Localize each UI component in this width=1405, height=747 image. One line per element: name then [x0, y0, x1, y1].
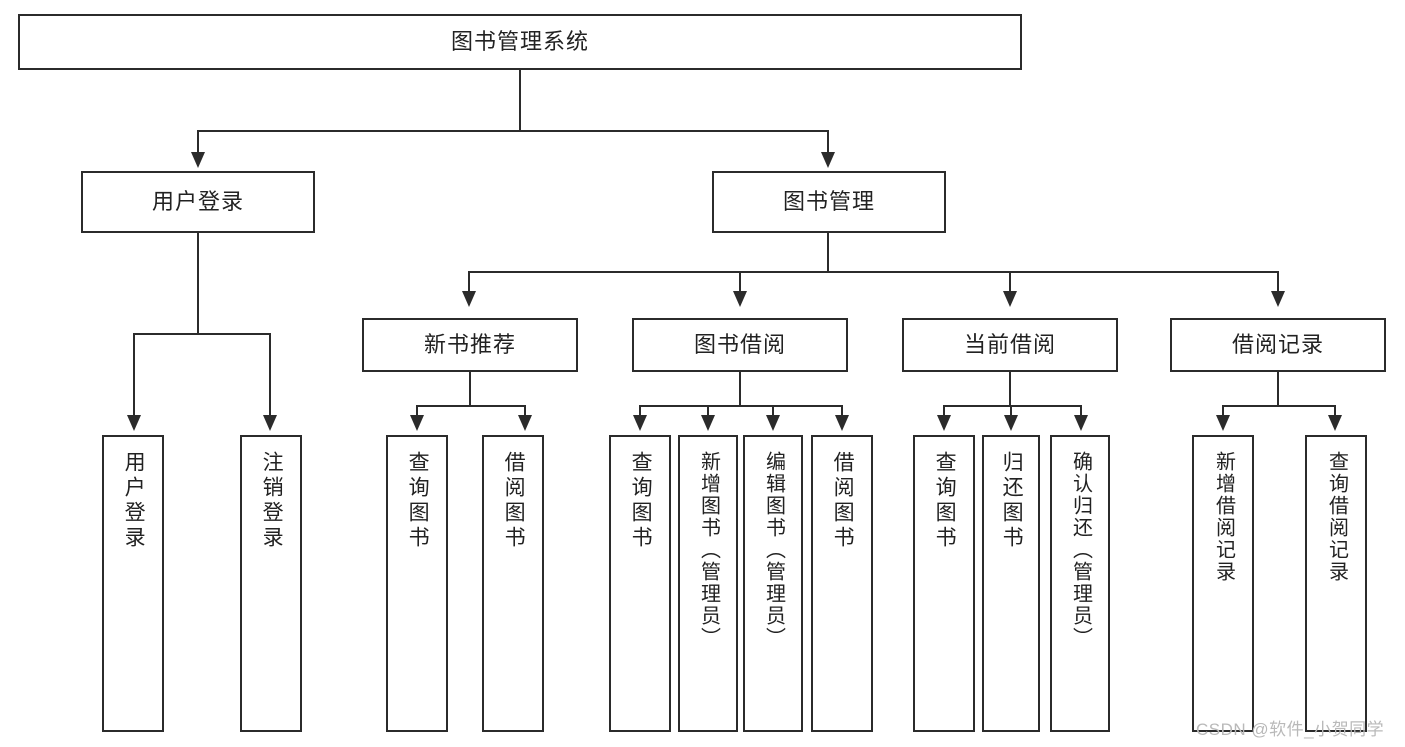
node-label: 用户登录: [151, 188, 244, 214]
arrow-nb-to-leaf-2: [518, 415, 532, 431]
connector-new-book-stem: [469, 372, 471, 406]
connector-br-to-leaf-1: [1222, 405, 1224, 417]
node-label: 当前借阅: [963, 331, 1056, 357]
connector-bm-to-book-borrow: [739, 271, 741, 293]
node-label: 借阅图书: [831, 451, 855, 551]
arrow-bm-to-current-borrow: [1003, 291, 1017, 307]
node-label: 用户登录: [122, 451, 146, 551]
connector-cb-to-leaf-1: [943, 405, 945, 417]
node-label: 新增借阅记录: [1212, 451, 1235, 583]
arrow-root-to-book-management: [821, 152, 835, 168]
connector-root-stem: [519, 70, 521, 131]
node-label: 确认归还（管理员）: [1069, 451, 1092, 649]
leaf-logout-login[interactable]: 注销登录: [240, 435, 302, 732]
connector-book-management-stem: [827, 233, 829, 272]
leaf-query-book-3[interactable]: 查询图书: [913, 435, 975, 732]
node-label: 归还图书: [1000, 451, 1024, 551]
arrow-cb-to-leaf-3: [1074, 415, 1088, 431]
node-label: 查询图书: [933, 451, 957, 551]
arrow-nb-to-leaf-1: [410, 415, 424, 431]
arrow-root-to-user-login: [191, 152, 205, 168]
connector-root-bus: [197, 130, 829, 132]
node-label: 图书借阅: [693, 331, 786, 357]
connector-nb-to-leaf-1: [416, 405, 418, 417]
arrow-user-login-to-leaf-2: [263, 415, 277, 431]
connector-new-book-bus: [416, 405, 526, 407]
leaf-borrow-book-2[interactable]: 借阅图书: [811, 435, 873, 732]
leaf-query-record[interactable]: 查询借阅记录: [1305, 435, 1367, 732]
leaf-edit-book[interactable]: 编辑图书（管理员）: [743, 435, 803, 732]
node-book-borrow[interactable]: 图书借阅: [632, 318, 848, 372]
node-current-borrow[interactable]: 当前借阅: [902, 318, 1118, 372]
node-book-management[interactable]: 图书管理: [712, 171, 946, 233]
connector-current-borrow-bus: [943, 405, 1081, 407]
connector-bb-to-leaf-2: [707, 405, 709, 417]
arrow-br-to-leaf-1: [1216, 415, 1230, 431]
connector-borrow-record-stem: [1277, 372, 1279, 406]
watermark-text: CSDN @软件_小贺同学: [1196, 720, 1385, 739]
node-label: 新增图书（管理员）: [697, 451, 720, 649]
leaf-user-login[interactable]: 用户登录: [102, 435, 164, 732]
connector-borrow-record-bus: [1222, 405, 1336, 407]
node-label: 查询图书: [629, 451, 653, 551]
arrow-bb-to-leaf-2: [701, 415, 715, 431]
node-label: 图书管理系统: [450, 28, 589, 54]
connector-book-borrow-bus: [639, 405, 842, 407]
connector-root-to-book-management: [827, 130, 829, 154]
arrow-bb-to-leaf-1: [633, 415, 647, 431]
node-label: 查询图书: [406, 451, 430, 551]
connector-cb-to-leaf-3: [1080, 405, 1082, 417]
node-label: 借阅记录: [1231, 331, 1324, 357]
arrow-cb-to-leaf-2: [1004, 415, 1018, 431]
node-borrow-record[interactable]: 借阅记录: [1170, 318, 1386, 372]
connector-bm-to-borrow-record: [1277, 271, 1279, 293]
arrow-user-login-to-leaf-1: [127, 415, 141, 431]
node-label: 新书推荐: [423, 331, 516, 357]
node-label: 借阅图书: [502, 451, 526, 551]
connector-bm-to-current-borrow: [1009, 271, 1011, 293]
connector-bb-to-leaf-4: [841, 405, 843, 417]
leaf-query-book-1[interactable]: 查询图书: [386, 435, 448, 732]
node-label: 查询借阅记录: [1325, 451, 1348, 583]
arrow-cb-to-leaf-1: [937, 415, 951, 431]
arrow-bm-to-book-borrow: [733, 291, 747, 307]
connector-user-login-stem: [197, 233, 199, 334]
leaf-add-record[interactable]: 新增借阅记录: [1192, 435, 1254, 732]
leaf-confirm-return[interactable]: 确认归还（管理员）: [1050, 435, 1110, 732]
connector-root-to-user-login: [197, 130, 199, 154]
connector-bm-to-new-book: [468, 271, 470, 293]
connector-current-borrow-stem: [1009, 372, 1011, 406]
node-label: 图书管理: [782, 188, 875, 214]
connector-cb-to-leaf-2: [1010, 405, 1012, 417]
node-label: 编辑图书（管理员）: [762, 451, 785, 649]
node-root-system[interactable]: 图书管理系统: [18, 14, 1022, 70]
connector-br-to-leaf-2: [1334, 405, 1336, 417]
connector-user-login-to-leaf-1: [133, 333, 135, 417]
connector-nb-to-leaf-2: [524, 405, 526, 417]
connector-book-management-bus: [468, 271, 1278, 273]
leaf-borrow-book-1[interactable]: 借阅图书: [482, 435, 544, 732]
arrow-bm-to-borrow-record: [1271, 291, 1285, 307]
leaf-query-book-2[interactable]: 查询图书: [609, 435, 671, 732]
node-user-login[interactable]: 用户登录: [81, 171, 315, 233]
arrow-bb-to-leaf-3: [766, 415, 780, 431]
connector-bb-to-leaf-3: [772, 405, 774, 417]
arrow-bm-to-new-book: [462, 291, 476, 307]
leaf-return-book[interactable]: 归还图书: [982, 435, 1040, 732]
connector-user-login-bus: [133, 333, 269, 335]
connector-bb-to-leaf-1: [639, 405, 641, 417]
node-label: 注销登录: [260, 451, 284, 551]
connector-book-borrow-stem: [739, 372, 741, 406]
leaf-add-book[interactable]: 新增图书（管理员）: [678, 435, 738, 732]
node-new-book-recommend[interactable]: 新书推荐: [362, 318, 578, 372]
arrow-bb-to-leaf-4: [835, 415, 849, 431]
arrow-br-to-leaf-2: [1328, 415, 1342, 431]
connector-user-login-to-leaf-2: [269, 333, 271, 417]
